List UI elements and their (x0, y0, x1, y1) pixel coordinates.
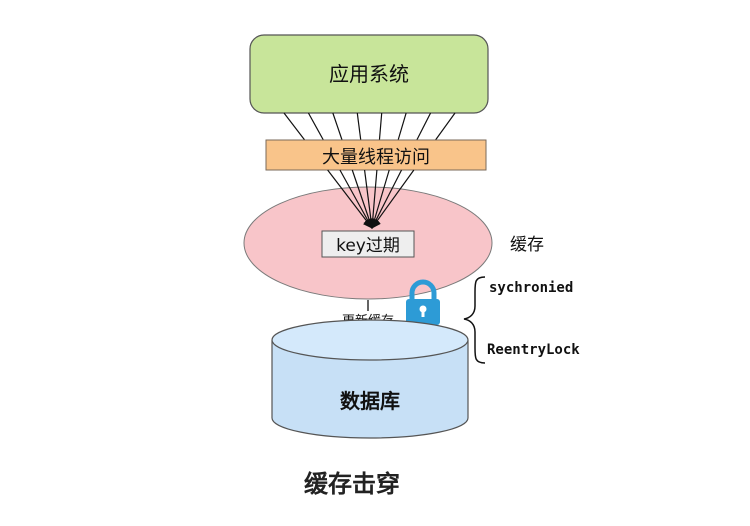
thread-line (371, 169, 415, 229)
thread-line (435, 112, 456, 141)
key-expired-box: key过期 (321, 230, 415, 258)
thread-line (416, 112, 432, 141)
lock-options-brace (463, 276, 486, 364)
database-cylinder: 数据库 (271, 319, 469, 439)
thread-line (307, 112, 324, 141)
thread-line (356, 112, 362, 141)
app-system-box: 应用系统 (249, 34, 489, 114)
lock-option-reentrantlock: ReentryLock (487, 342, 580, 358)
diagram-caption: 缓存击穿 (304, 469, 400, 498)
cache-label: 缓存 (510, 235, 544, 255)
thread-lines-over-cache (327, 169, 415, 229)
thread-line (363, 169, 376, 229)
lock-option-synchronized: sychronied (489, 280, 573, 296)
thread-line (397, 112, 407, 141)
thread-line (283, 112, 306, 141)
thread-line (351, 169, 374, 229)
threads-label: 大量线程访问 (322, 147, 430, 168)
lock-icon (406, 279, 440, 325)
thread-line (332, 112, 343, 141)
database-label: 数据库 (340, 389, 400, 413)
threads-box: 大量线程访问 (265, 139, 487, 171)
thread-line (378, 112, 383, 141)
app-system-label: 应用系统 (329, 62, 409, 86)
key-expired-label: key过期 (336, 236, 400, 256)
thread-lines (283, 112, 456, 141)
